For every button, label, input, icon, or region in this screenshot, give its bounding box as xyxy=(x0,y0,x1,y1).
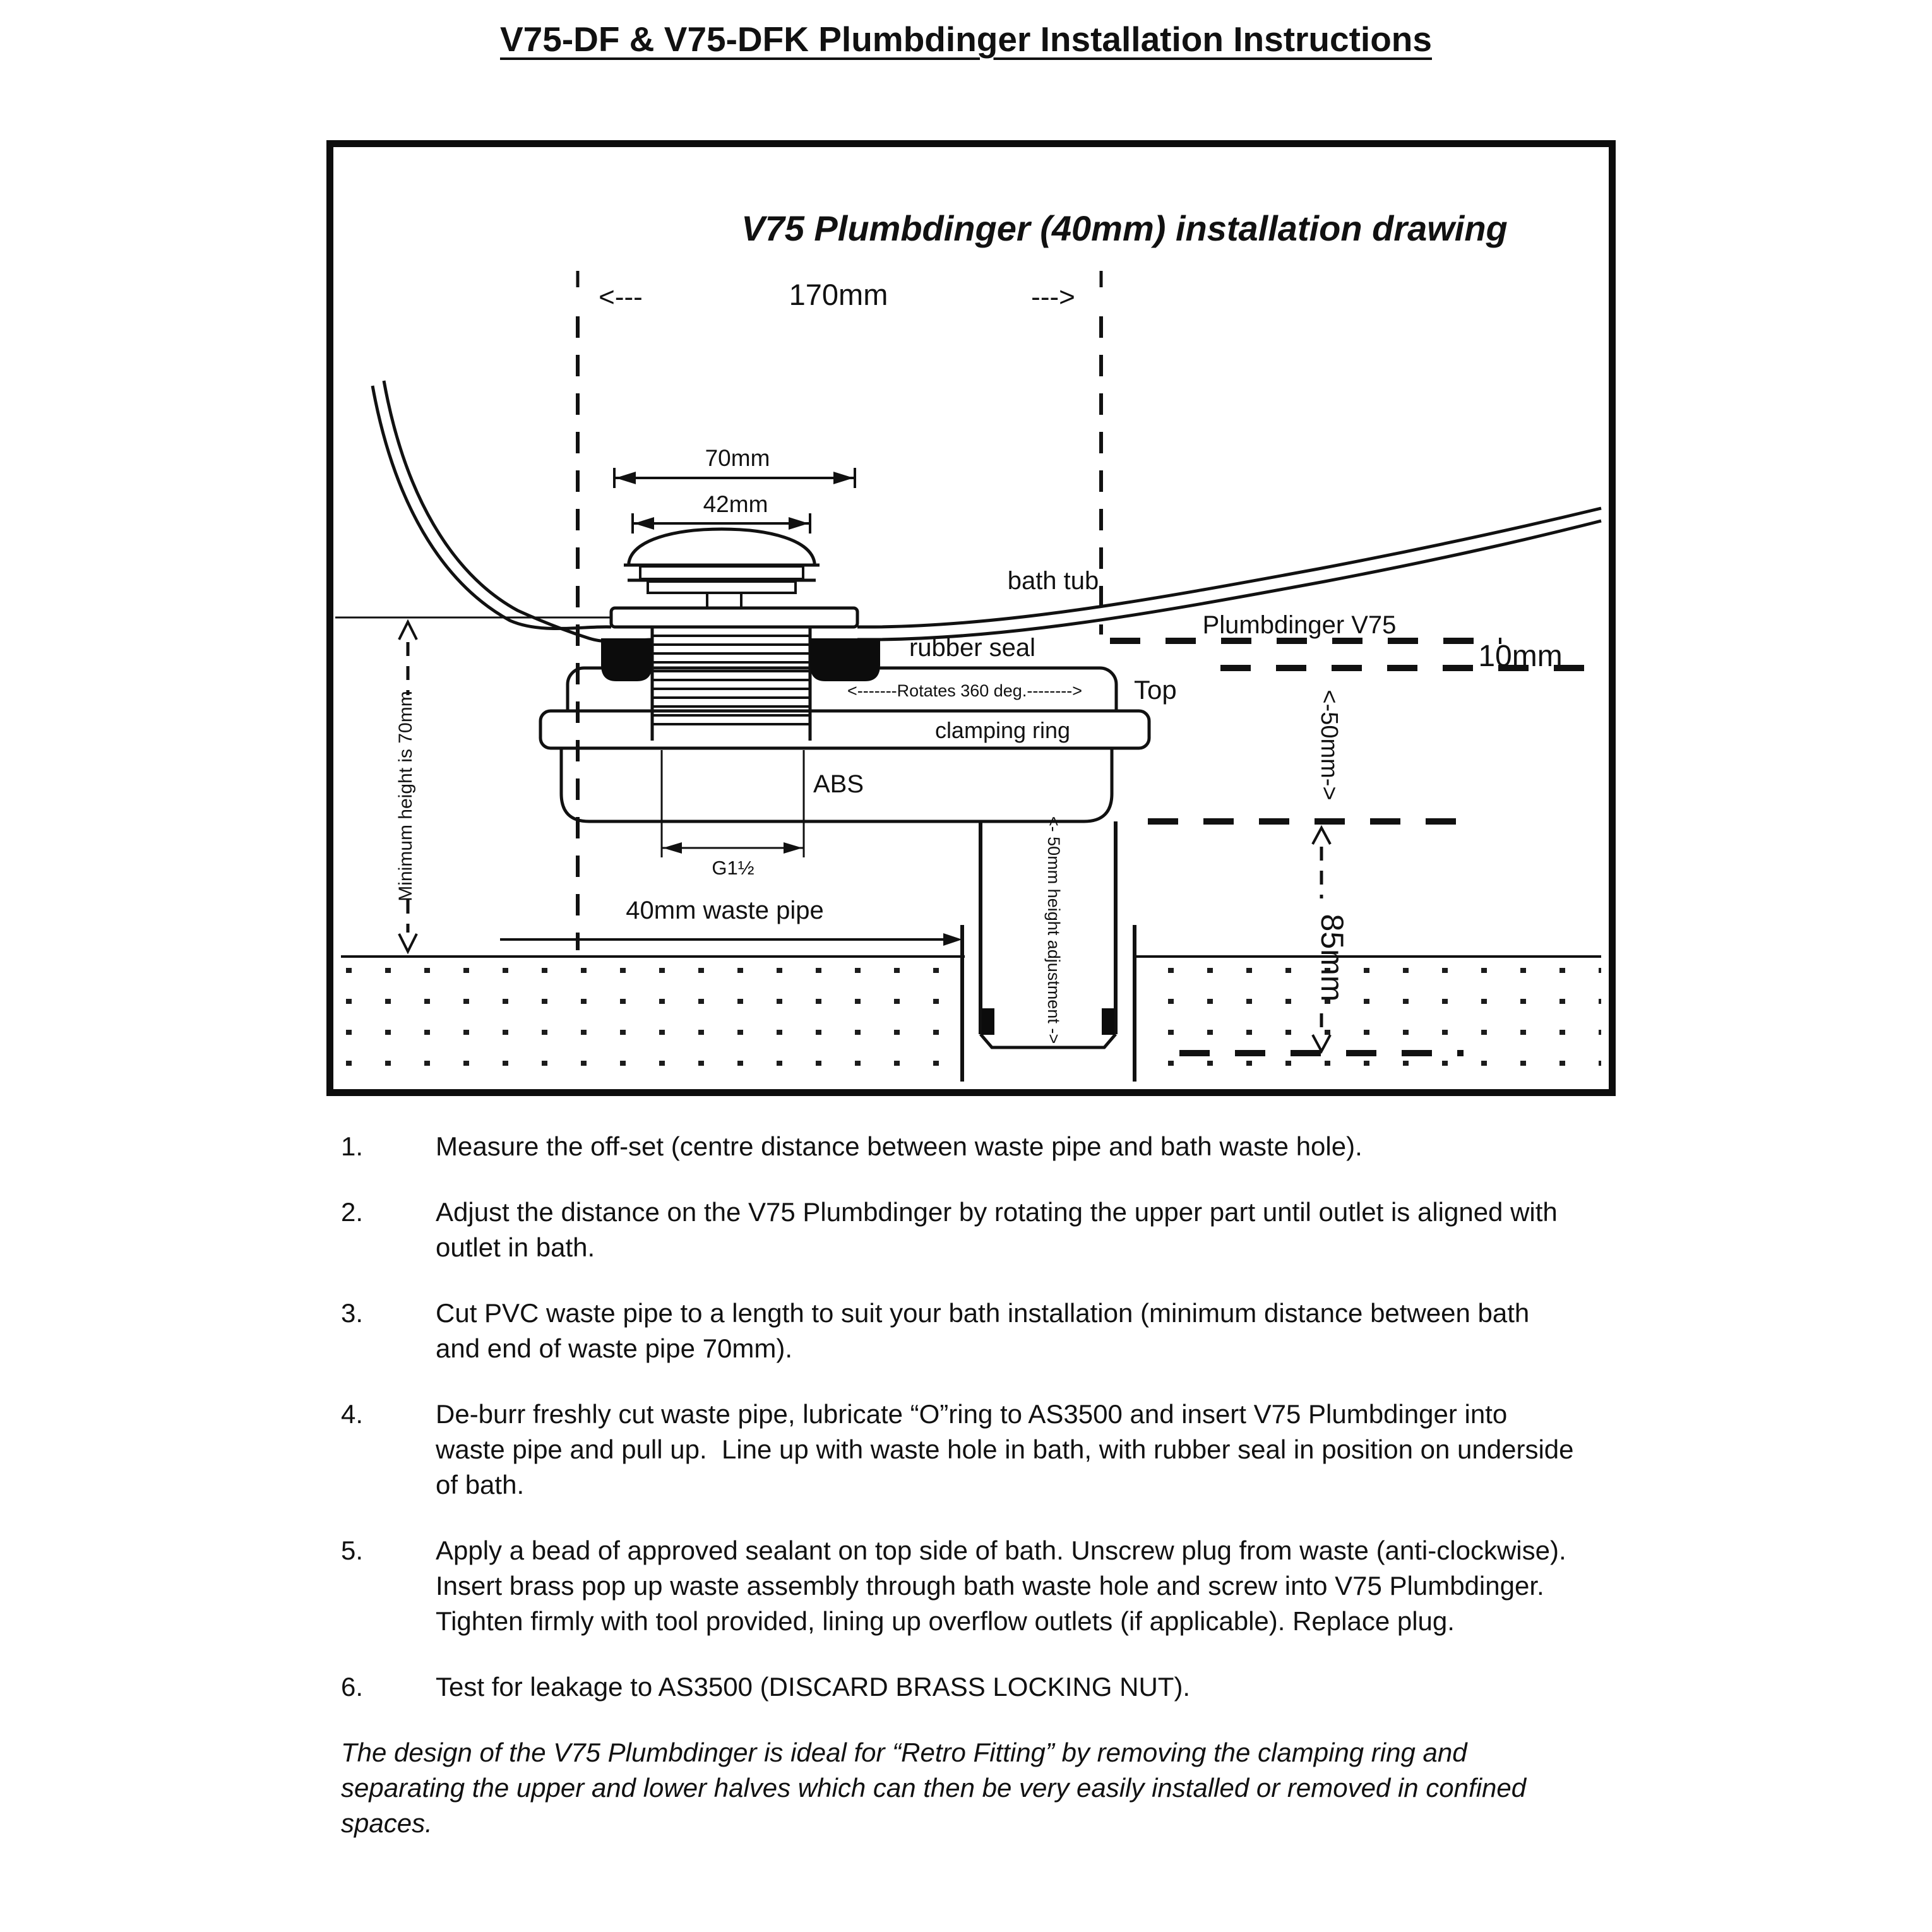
dim-70mm-label: 70mm xyxy=(705,445,770,471)
installation-drawing-frame: V75 Plumbdinger (40mm) installation draw… xyxy=(326,140,1616,1096)
clamping-ring-band xyxy=(539,709,1151,750)
g-thread-label: G1½ xyxy=(712,857,754,879)
instruction-number: 3. xyxy=(341,1298,364,1328)
dim-85mm-label: 85mm xyxy=(1315,914,1350,1002)
datum-dashed-lines xyxy=(1110,638,1601,1056)
arrow-left-label: <--- xyxy=(599,282,643,313)
retro-fitting-note: The design of the V75 Plumbdinger is ide… xyxy=(341,1738,1527,1838)
instruction-text: Test for leakage to AS3500 (DISCARD BRAS… xyxy=(436,1672,1191,1702)
dim-50mm-label: <-50mm-> xyxy=(1316,689,1342,800)
waste-pipe-walls xyxy=(960,925,1136,1082)
clamping-ring-label: clamping ring xyxy=(935,717,1070,743)
dim-42mm xyxy=(631,513,811,534)
g-thread-dimension xyxy=(660,750,805,857)
instruction-1: 1. Measure the off-set (centre distance … xyxy=(341,1129,1717,1164)
instruction-3: 3. Cut PVC waste pipe to a length to sui… xyxy=(341,1296,1717,1366)
bath-tub-label: bath tub xyxy=(1008,567,1099,595)
instruction-6: 6. Test for leakage to AS3500 (DISCARD B… xyxy=(341,1669,1717,1705)
plumbdinger-body xyxy=(539,666,1151,823)
instruction-text: Cut PVC waste pipe to a length to suit y… xyxy=(436,1298,1530,1363)
abs-label: ABS xyxy=(813,770,864,798)
height-adjust-label: <- 50mm height adjustment -> xyxy=(1044,816,1063,1044)
rubber-seal-label: rubber seal xyxy=(909,634,1035,662)
plumbdinger-label: Plumbdinger V75 xyxy=(1203,611,1397,639)
abs-lower-body xyxy=(559,742,1114,823)
oring-right xyxy=(1102,1008,1114,1035)
plug-flange-plate xyxy=(609,606,859,629)
instruction-list: 1. Measure the off-set (centre distance … xyxy=(341,1129,1717,1841)
instruction-number: 1. xyxy=(341,1131,364,1161)
instruction-4: 4. De-burr freshly cut waste pipe, lubri… xyxy=(341,1397,1717,1503)
instruction-text: Apply a bead of approved sealant on top … xyxy=(436,1535,1566,1636)
plug-dome-cap xyxy=(627,527,816,567)
dim-85mm xyxy=(1311,825,1332,1054)
instruction-text: De-burr freshly cut waste pipe, lubricat… xyxy=(436,1399,1574,1500)
instruction-5: 5. Apply a bead of approved sealant on t… xyxy=(341,1533,1717,1639)
instruction-2: 2. Adjust the distance on the V75 Plumbd… xyxy=(341,1195,1717,1265)
top-label: Top xyxy=(1134,675,1177,705)
instruction-number: 5. xyxy=(341,1535,364,1565)
instruction-text: Measure the off-set (centre distance bet… xyxy=(436,1131,1363,1161)
rotates-label: <-------Rotates 360 deg.--------> xyxy=(847,681,1082,700)
dim-170mm xyxy=(576,271,1103,950)
arrow-right-label: ---> xyxy=(1031,282,1075,313)
waste-pipe-leader xyxy=(500,933,962,946)
page-title: V75-DF & V75-DFK Plumbdinger Installatio… xyxy=(499,20,1432,59)
dim-170mm-label: 170mm xyxy=(789,278,888,311)
outlet-pipe xyxy=(960,821,1136,1082)
pop-up-waste-plug xyxy=(609,527,859,629)
bath-tub-curve xyxy=(371,380,1602,643)
rubber-seal-blocks xyxy=(601,638,880,681)
dim-10mm-label: 10mm xyxy=(1478,640,1562,673)
instruction-text: Adjust the distance on the V75 Plumbding… xyxy=(436,1197,1558,1262)
instruction-number: 4. xyxy=(341,1399,364,1429)
waste-pipe-label: 40mm waste pipe xyxy=(626,897,823,924)
oring-left xyxy=(982,1008,994,1035)
instruction-number: 2. xyxy=(341,1197,364,1227)
dim-70mm xyxy=(613,468,856,488)
dim-min-height xyxy=(398,619,418,955)
min-height-label: Minimum height is 70mm xyxy=(395,691,416,901)
drawing-title: V75 Plumbdinger (40mm) installation draw… xyxy=(741,208,1508,248)
dim-42mm-label: 42mm xyxy=(703,491,768,517)
instruction-number: 6. xyxy=(341,1672,364,1702)
installation-drawing: V75 Plumbdinger (40mm) installation draw… xyxy=(335,208,1602,1082)
